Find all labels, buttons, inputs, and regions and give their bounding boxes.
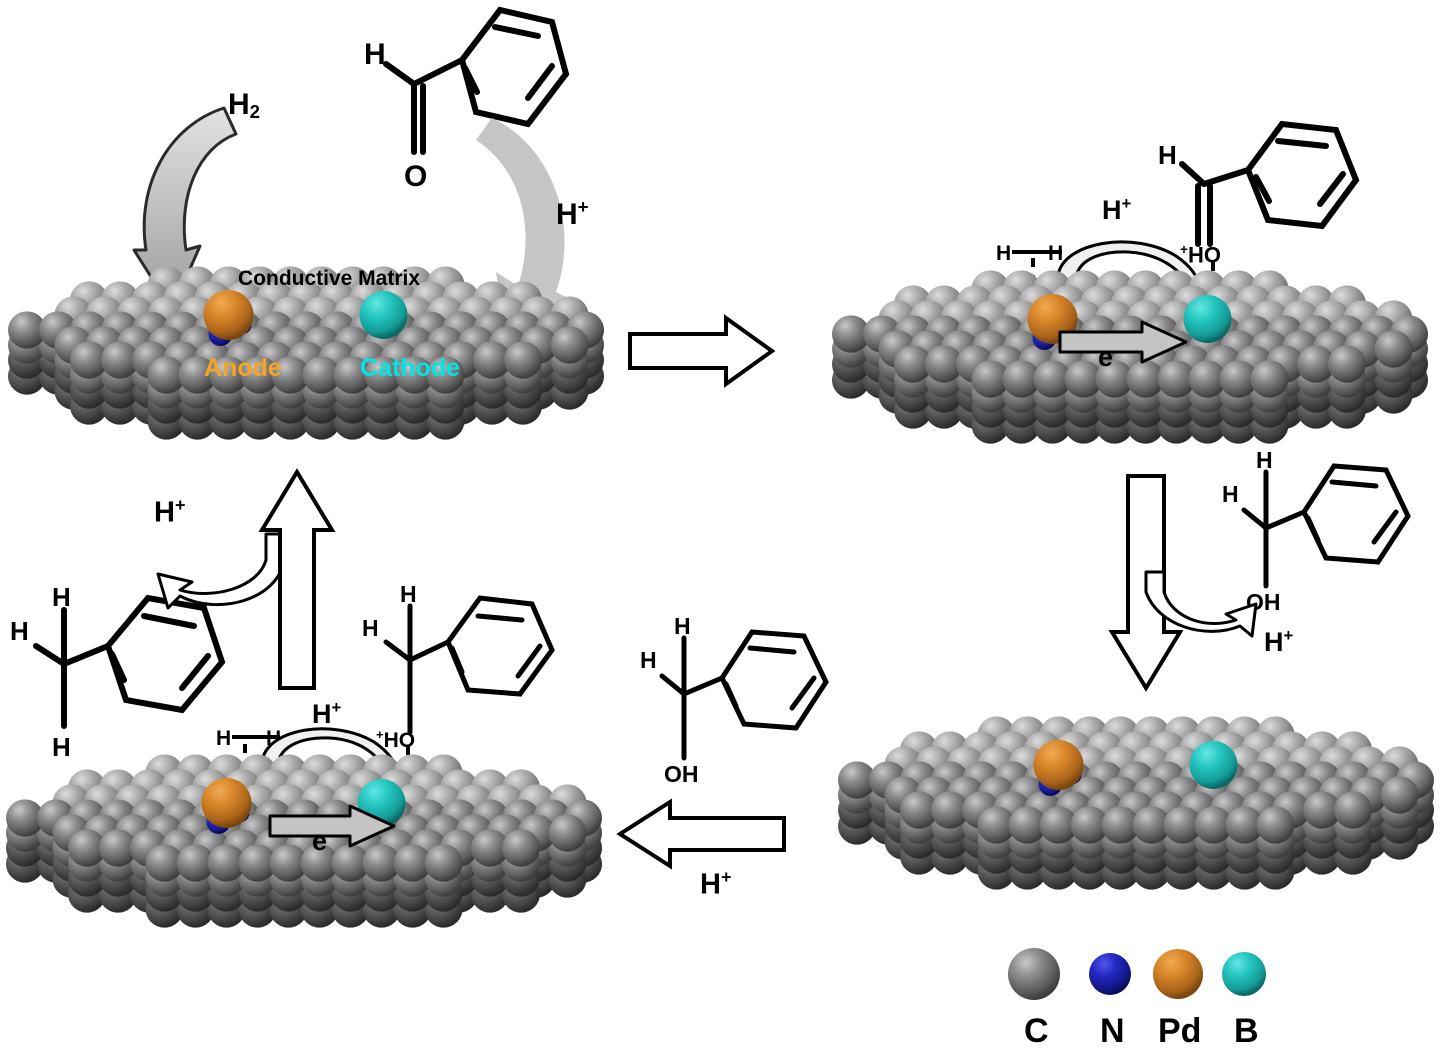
p4-electron-label: e — [312, 826, 328, 856]
carbon-slab-panel4 — [6, 754, 602, 928]
molecule-benzyl-alcohol-readsorb: H H OH — [640, 613, 829, 787]
p4-release-proton-label: H+ — [154, 495, 186, 529]
p3b-oh-label: OH — [664, 761, 699, 787]
arrow-panel3-to-panel4[interactable] — [616, 798, 786, 870]
arrow-panel4-to-panel1[interactable] — [258, 468, 336, 690]
p2-oh-label: +HO — [1180, 242, 1221, 268]
molecule-benzaldehyde: H O — [364, 6, 570, 193]
molecule-toluene: H H H — [10, 582, 226, 762]
p4-electron-arrow[interactable] — [268, 804, 398, 848]
h2-label: H2 — [228, 88, 261, 123]
p4-h-left-label: H — [362, 615, 379, 641]
cathode-label: Cathode — [360, 354, 460, 382]
anode-label: Anode — [204, 354, 282, 382]
p3-proton-release-arrow — [1144, 570, 1258, 638]
p2-h-left-label: H — [996, 242, 1012, 265]
toluene-h-bottom-label: H — [52, 732, 71, 762]
benzaldehyde-h-label: H — [364, 38, 386, 71]
arrow-panel3-to-panel4-label: H+ — [700, 867, 732, 901]
p3b-h-left-label: H — [640, 647, 657, 673]
legend-label-pd: Pd — [1158, 1012, 1202, 1050]
carbon-slab-panel3 — [838, 716, 1434, 890]
p4-proton-release-arrow — [156, 532, 286, 610]
p2-proton-label: H+ — [1102, 194, 1132, 225]
conductive-matrix-label: Conductive Matrix — [238, 267, 421, 290]
p4-oh-label: +HO — [376, 727, 416, 752]
carbon-slab-panel2 — [832, 270, 1428, 444]
legend-spheres — [1008, 948, 1266, 1000]
toluene-h-left-label: H — [10, 616, 29, 646]
p3-h-top-label: H — [1256, 447, 1273, 473]
legend-label-b: B — [1234, 1012, 1259, 1050]
proton-supply-arrow-panel1 — [476, 118, 576, 328]
legend-label-n: N — [1100, 1012, 1125, 1050]
p3b-h-top-label: H — [674, 613, 691, 639]
carbon-slab-panel1 — [8, 266, 604, 440]
molecule-benzyl-alcohol-released: H H OH — [1222, 447, 1411, 615]
p3-proton-label: H+ — [1264, 626, 1294, 657]
p2-electron-label: e — [1098, 342, 1114, 372]
p2-electron-arrow[interactable] — [1058, 320, 1190, 364]
molecule-protonated-benzyl-alcohol: H H — [362, 581, 555, 735]
p4-h-top-label: H — [400, 581, 417, 607]
p3-h-left-label: H — [1222, 481, 1239, 507]
p2-h-label: H — [1158, 140, 1177, 170]
proton-label-panel1: H+ — [556, 196, 589, 231]
legend-label-c: C — [1024, 1012, 1049, 1050]
p2-hh-bond — [1012, 250, 1062, 254]
p4-hh-bond — [232, 735, 280, 739]
molecule-protonated-benzaldehyde: H — [1158, 120, 1360, 247]
p4-proton-label: H+ — [312, 698, 342, 729]
benzaldehyde-o-label: O — [404, 160, 427, 193]
p4-h-left-hh-label: H — [216, 727, 232, 750]
arrow-panel1-to-panel2[interactable] — [628, 314, 776, 388]
atom-color-legend: C N Pd B — [1000, 938, 1280, 1048]
toluene-h-top-label: H — [52, 582, 71, 612]
